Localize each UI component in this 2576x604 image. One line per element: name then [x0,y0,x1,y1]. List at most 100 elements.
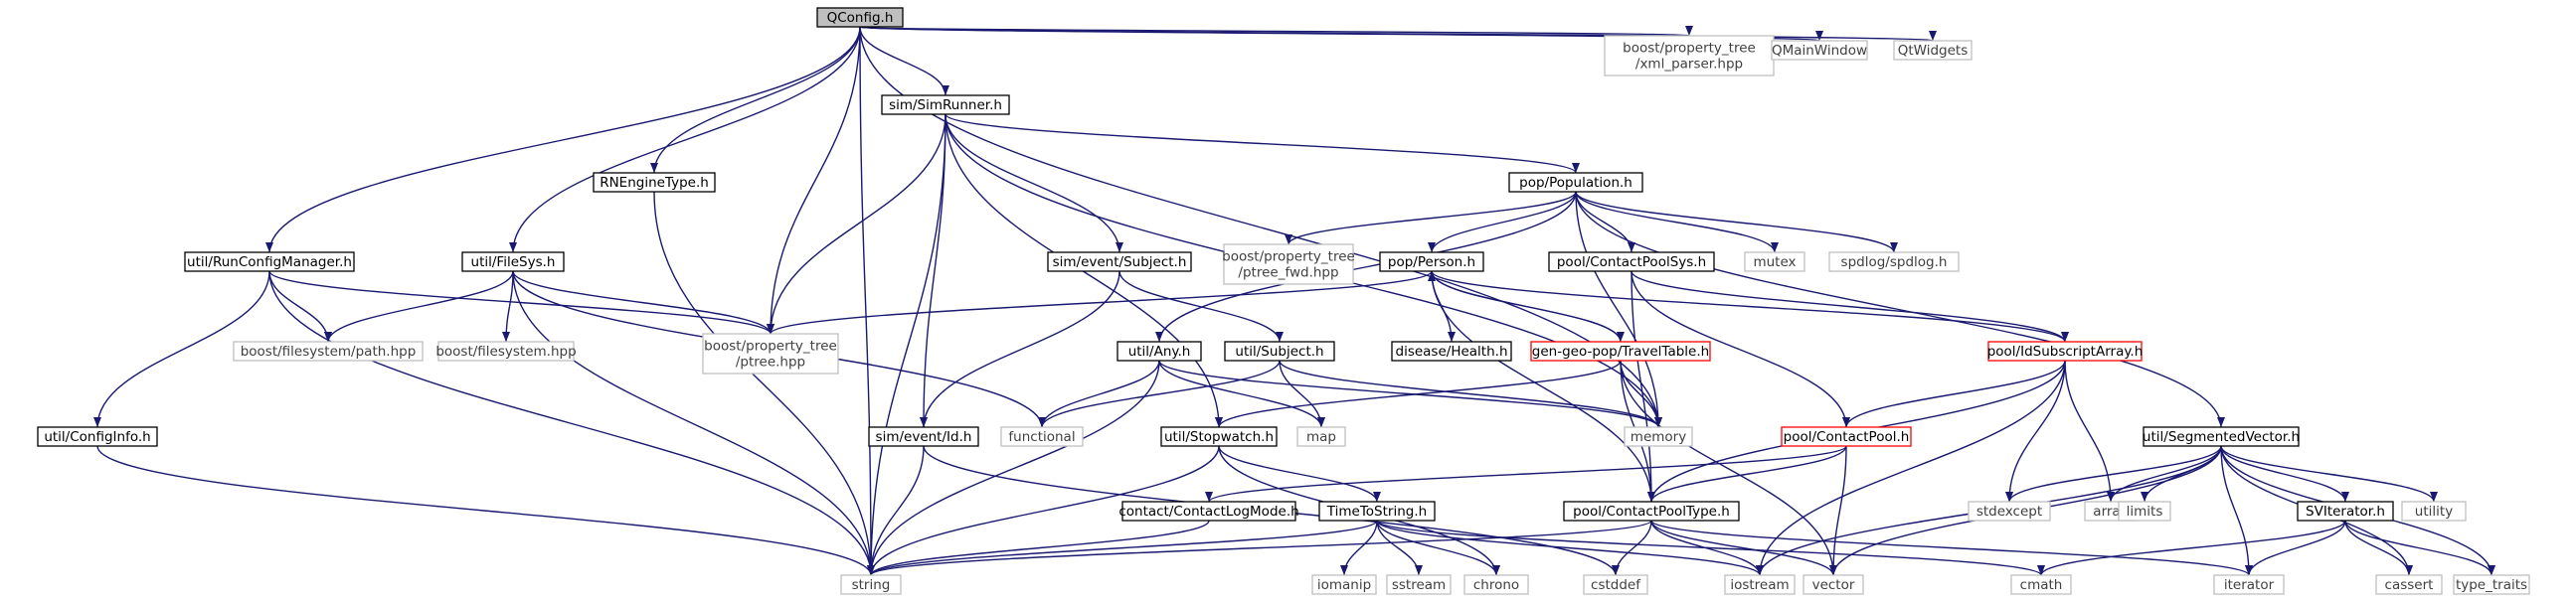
node-sim_event_id[interactable]: sim/event/Id.h [868,426,979,447]
node-box [1000,426,1084,447]
edge-person-to-boost_ptree [767,270,1433,335]
node-label: RNEngineType.h [600,175,709,191]
node-map: map [1296,426,1346,447]
node-box [2297,501,2394,522]
node-label: vector [1812,577,1855,593]
node-util_any[interactable]: util/Any.h [1116,341,1202,362]
node-box [1771,40,1868,61]
edge-segmentedvector-to-array [2107,445,2222,503]
edge-segmentedvector-to-stdexcept [2005,445,2222,503]
node-label: util/Stopwatch.h [1164,429,1274,445]
node-box [1987,341,2143,362]
edge-timetostring-to-cmath [1376,520,2045,576]
node-timetostring[interactable]: TimeToString.h [1318,501,1436,522]
node-box [1047,251,1192,272]
edge-layer [93,25,2495,576]
edge-population-to-segmentedvector [1575,191,2225,428]
node-label: util/FileSys.h [471,254,556,270]
node-idsubscriptarray[interactable]: pool/IdSubscriptArray.h [1987,341,2144,362]
node-qconfig[interactable]: QConfig.h [816,7,904,28]
edge-qconfig-to-qtwidgets [859,26,1936,42]
edge-contactpoolsys-to-idsubscriptarray [1631,270,2069,343]
edge-sim_event_id-to-string [867,445,925,576]
edge-contactpoolsys-to-contactpool [1631,270,1850,428]
node-box [184,251,355,272]
node-label: cmath [2020,577,2063,593]
edge-traveltable-to-vector [1620,360,1837,576]
node-qtwidgets: QtWidgets [1893,40,1973,61]
node-vector: vector [1803,574,1864,595]
node-stopwatch[interactable]: util/Stopwatch.h [1160,426,1278,447]
node-label: stdexcept [1976,504,2042,520]
edge-idsubscriptarray-to-array [2064,360,2115,503]
node-box [840,574,902,595]
node-label: utility [2415,504,2453,520]
edge-timetostring-to-sstream [1376,520,1423,576]
node-boost_fs_path: boost/filesystem/path.hpp [233,341,424,362]
node-box [1508,172,1643,193]
node-label: util/RunConfigManager.h [187,254,352,270]
edge-contactpooltype-to-cstddef [1612,520,1652,576]
node-label: iterator [2224,577,2275,593]
node-mutex: mutex [1744,251,1805,272]
node-simrunner[interactable]: sim/SimRunner.h [881,94,1010,115]
node-population[interactable]: pop/Population.h [1508,172,1643,193]
edge-stopwatch-to-timetostring [1218,445,1381,503]
node-boost_fs: boost/filesystem.hpp [435,341,577,362]
node-box [702,333,839,375]
node-boost_ptree: boost/property_tree/ptree.hpp [702,333,839,375]
node-box [2118,501,2171,522]
node-traveltable[interactable]: gen-geo-pop/TravelTable.h [1530,341,1711,362]
edge-contactpooltype-to-string [867,520,1652,576]
edge-sim_event_subject-to-util_subject [1118,270,1284,343]
node-runconfigmanager[interactable]: util/RunConfigManager.h [184,251,355,272]
node-box [1624,426,1693,447]
node-box [2375,574,2443,595]
node-box [1583,574,1648,595]
node-configinfo[interactable]: util/ConfigInfo.h [37,426,158,447]
node-qmainwindow: QMainWindow [1771,40,1868,61]
node-label: QConfig.h [827,10,894,26]
node-label: util/ConfigInfo.h [44,429,150,445]
node-sim_event_subject[interactable]: sim/event/Subject.h [1047,251,1192,272]
node-util_subject[interactable]: util/Subject.h [1224,341,1335,362]
node-person[interactable]: pop/Person.h [1379,251,1484,272]
node-chrono: chrono [1463,574,1529,595]
edge-contactpooltype-to-vector [1650,520,1837,576]
node-box [1828,251,1960,272]
node-contactpool[interactable]: pool/ContactPool.h [1781,426,1912,447]
node-box [437,341,575,362]
node-limits: limits [2118,501,2171,522]
node-label: TimeToString.h [1326,504,1427,520]
node-contactpooltype[interactable]: pool/ContactPoolType.h [1563,501,1740,522]
edge-util_subject-to-map [1279,360,1325,428]
edge-simrunner-to-population [945,113,1580,174]
edge-idsubscriptarray-to-iostream [1756,360,2066,576]
node-label: map [1306,429,1336,445]
node-iterator: iterator [2213,574,2285,595]
edge-segmentedvector-to-utility [2220,445,2438,503]
edge-qconfig-to-string [859,26,875,576]
node-label: QtWidgets [1898,43,1969,59]
node-label: iostream [1730,577,1789,593]
edge-util_subject-to-memory [1279,360,1662,428]
node-sviterator[interactable]: SVIterator.h [2297,501,2394,522]
node-segmentedvector[interactable]: util/SegmentedVector.h [2143,426,2300,447]
node-label: boost/property_tree [1623,41,1756,57]
node-contactpoolsys[interactable]: pool/ContactPoolSys.h [1548,251,1715,272]
node-contactlogmode[interactable]: contact/ContactLogMode.h [1118,501,1299,522]
node-box [1318,501,1436,522]
node-label: memory [1631,429,1686,445]
node-disease_health[interactable]: disease/Health.h [1391,341,1512,362]
edge-timetostring-to-iostream [1376,520,1764,576]
node-box [2143,426,2300,447]
edge-idsubscriptarray-to-contactpool [1842,360,2066,428]
node-stdexcept: stdexcept [1968,501,2051,522]
edge-contactpooltype-to-iterator [1650,520,2253,576]
node-spdlog: spdlog/spdlog.h [1828,251,1960,272]
edge-configinfo-to-string [96,445,875,576]
node-rnenginetype[interactable]: RNEngineType.h [593,172,716,193]
node-cmath: cmath [2010,574,2072,595]
node-filesys[interactable]: util/FileSys.h [461,251,565,272]
